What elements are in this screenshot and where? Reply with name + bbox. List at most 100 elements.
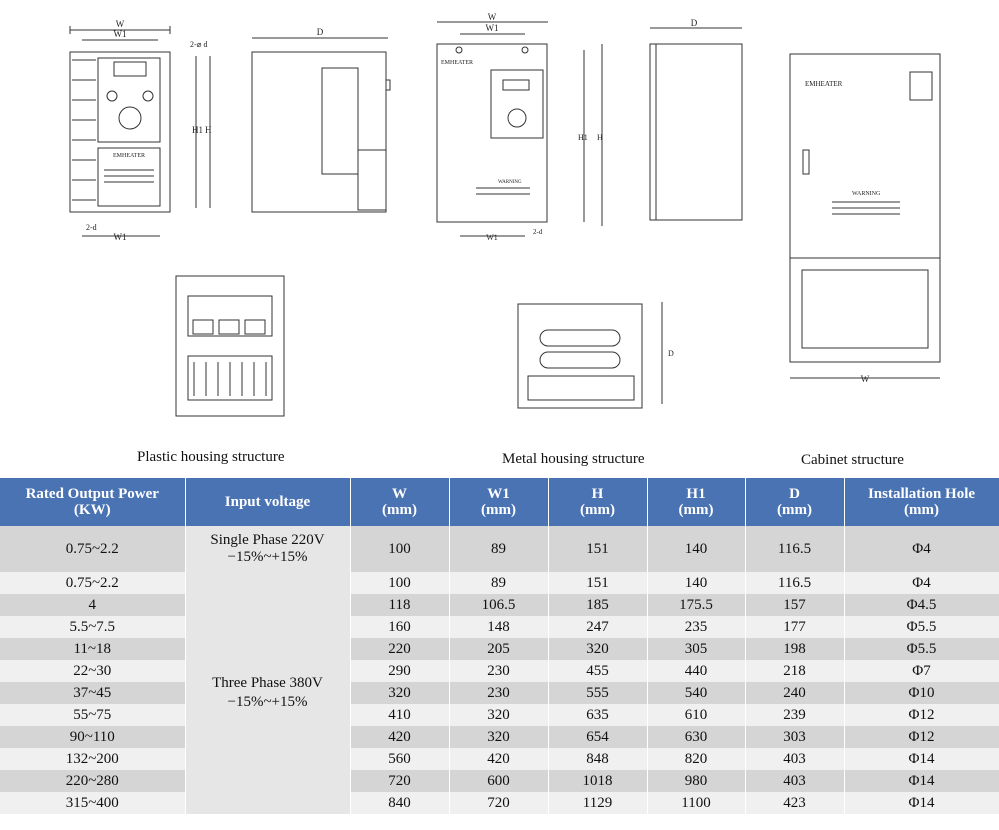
dim-h-label: H — [205, 125, 212, 135]
bottom-dim-d-label: D — [668, 349, 674, 358]
brand-label-plastic: EMHEATER — [113, 153, 145, 159]
cell-d: 423 — [745, 792, 845, 814]
brand-label-cabinet: EMHEATER — [805, 80, 843, 88]
cell-h: 1129 — [548, 792, 648, 814]
cell-h: 151 — [548, 526, 648, 572]
cell-h: 555 — [548, 682, 648, 704]
cell-h: 654 — [548, 726, 648, 748]
cell-d: 403 — [745, 770, 845, 792]
column-header-6: D(mm) — [745, 478, 845, 526]
column-header-5: H1(mm) — [647, 478, 746, 526]
column-header-2-line-0: W — [392, 486, 407, 502]
cell-d: 240 — [745, 682, 845, 704]
cell-d: 218 — [745, 660, 845, 682]
column-header-0: Rated Output Power(KW) — [0, 478, 186, 526]
cell-w: 220 — [350, 638, 450, 660]
cabinet-dim-w-label: W — [861, 374, 870, 384]
cell-hole: Φ4.5 — [844, 594, 999, 616]
cell-w1: 320 — [449, 726, 549, 748]
cell-w: 100 — [350, 526, 450, 572]
cell-power: 90~110 — [0, 726, 186, 748]
metal-front-view: W W1 EMHEATER WARNING H1 H W1 2-d — [436, 12, 603, 242]
cell-d: 403 — [745, 748, 845, 770]
column-header-2: W(mm) — [350, 478, 450, 526]
cell-w: 840 — [350, 792, 450, 814]
column-header-3-line-0: W1 — [487, 486, 510, 502]
column-header-1-line-0: Input voltage — [224, 494, 311, 510]
caption-cabinet: Cabinet structure — [801, 452, 904, 468]
column-header-0-line-1: (KW) — [73, 502, 111, 518]
column-header-4-line-0: H — [591, 486, 604, 502]
metal-dim-w1-bottom-label: W1 — [486, 233, 498, 242]
cell-w1: 320 — [449, 704, 549, 726]
cell-input-voltage-single: Single Phase 220V−15%~+15% — [185, 526, 351, 572]
cell-h1: 440 — [647, 660, 746, 682]
cell-h: 455 — [548, 660, 648, 682]
column-header-4-line-1: (mm) — [580, 502, 615, 518]
plastic-side-view: D — [251, 27, 391, 213]
metal-side-view: D — [649, 18, 743, 221]
cabinet-front-view: EMHEATER WARNING W — [789, 53, 941, 384]
cell-w1: 148 — [449, 616, 549, 638]
cell-hole: Φ12 — [844, 726, 999, 748]
cell-w1: 600 — [449, 770, 549, 792]
cell-w1: 205 — [449, 638, 549, 660]
cell-hole: Φ12 — [844, 704, 999, 726]
metal-dim-d-label: D — [691, 18, 698, 28]
column-header-7-line-0: Installation Hole — [867, 486, 976, 502]
cell-h1: 305 — [647, 638, 746, 660]
column-header-6-line-1: (mm) — [777, 502, 812, 518]
cell-h1: 235 — [647, 616, 746, 638]
cell-hole: Φ5.5 — [844, 638, 999, 660]
cell-w: 410 — [350, 704, 450, 726]
single-phase-line-1: −15%~+15% — [227, 549, 308, 565]
metal-bottom-view: D — [517, 302, 674, 409]
cell-d: 116.5 — [745, 526, 845, 572]
cell-w1: 89 — [449, 572, 549, 594]
column-header-5-line-1: (mm) — [678, 502, 714, 518]
cell-power: 220~280 — [0, 770, 186, 792]
column-header-1: Input voltage — [185, 478, 351, 526]
cell-h: 185 — [548, 594, 648, 616]
cell-hole: Φ14 — [844, 770, 999, 792]
metal-hole-label: 2-d — [533, 228, 543, 236]
cell-hole: Φ14 — [844, 792, 999, 814]
cell-h1: 175.5 — [647, 594, 746, 616]
plastic-bottom-view — [175, 275, 285, 417]
dim-h1-label: H1 — [192, 125, 203, 135]
cell-w1: 230 — [449, 682, 549, 704]
column-header-4: H(mm) — [548, 478, 648, 526]
cell-power: 11~18 — [0, 638, 186, 660]
cell-w: 420 — [350, 726, 450, 748]
three-phase-line-1: −15%~+15% — [227, 694, 308, 710]
cell-w: 720 — [350, 770, 450, 792]
cell-power: 0.75~2.2 — [0, 526, 186, 572]
brand-label-metal: EMHEATER — [441, 60, 473, 66]
metal-dim-h1-label: H1 — [578, 133, 588, 142]
cell-h: 151 — [548, 572, 648, 594]
dim-w-label: W — [116, 19, 125, 29]
cell-h1: 1100 — [647, 792, 746, 814]
cell-h: 848 — [548, 748, 648, 770]
column-header-3-line-1: (mm) — [481, 502, 516, 518]
cell-hole: Φ4 — [844, 526, 999, 572]
dim-w1-bottom-label: W1 — [114, 232, 127, 242]
cell-w1: 230 — [449, 660, 549, 682]
column-header-0-line-0: Rated Output Power — [25, 486, 159, 502]
single-phase-line-0: Single Phase 220V — [210, 532, 325, 548]
cell-w1: 106.5 — [449, 594, 549, 616]
cell-h1: 540 — [647, 682, 746, 704]
cell-d: 116.5 — [745, 572, 845, 594]
cell-h1: 980 — [647, 770, 746, 792]
